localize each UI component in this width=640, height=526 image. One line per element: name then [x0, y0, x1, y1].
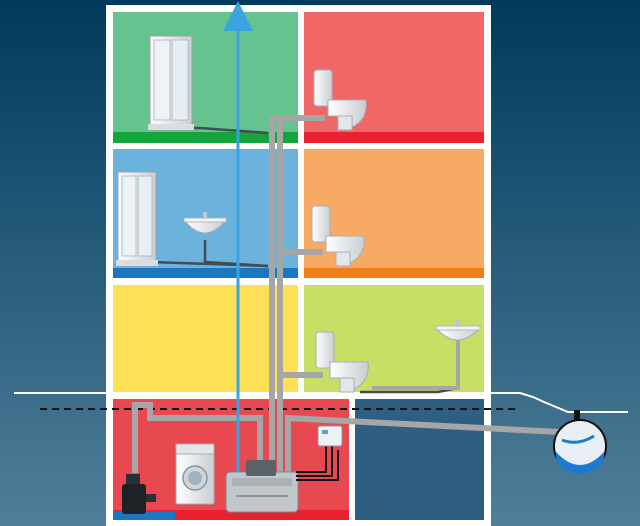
- floor-strip-top-right: [304, 132, 484, 143]
- shower-cabin-icon: [116, 171, 158, 267]
- floor-strip-basement: [113, 510, 349, 520]
- floor-strip-mid-right: [304, 268, 484, 278]
- room-top-left: [113, 12, 298, 143]
- control-box-icon: [317, 425, 343, 447]
- room-low-left: [113, 285, 298, 393]
- vent-arrow-icon: [232, 5, 244, 16]
- floor-strip-mid-left: [113, 268, 298, 278]
- washbasin-icon: [434, 320, 482, 341]
- ground-line: [14, 392, 628, 413]
- room-basement-right: [355, 399, 484, 520]
- shower-cabin-icon: [148, 35, 194, 131]
- washbasin-icon: [182, 212, 228, 234]
- room-top-right: [304, 12, 484, 143]
- room-mid-right: [304, 149, 484, 278]
- toilet-icon: [311, 205, 365, 267]
- floor-strip-top-left: [113, 132, 298, 143]
- toilet-icon: [315, 331, 369, 393]
- sewer-pipe-icon: [553, 410, 607, 474]
- basement-water-pool: [113, 512, 175, 520]
- toilet-icon: [313, 69, 367, 131]
- lifting-station-icon: [225, 460, 299, 513]
- submersible-pump-icon: [122, 474, 156, 514]
- control-cables: [296, 442, 339, 481]
- drain-pipes: [132, 115, 564, 473]
- basin-drain-low-right: [372, 338, 460, 390]
- washing-machine-icon: [175, 443, 215, 505]
